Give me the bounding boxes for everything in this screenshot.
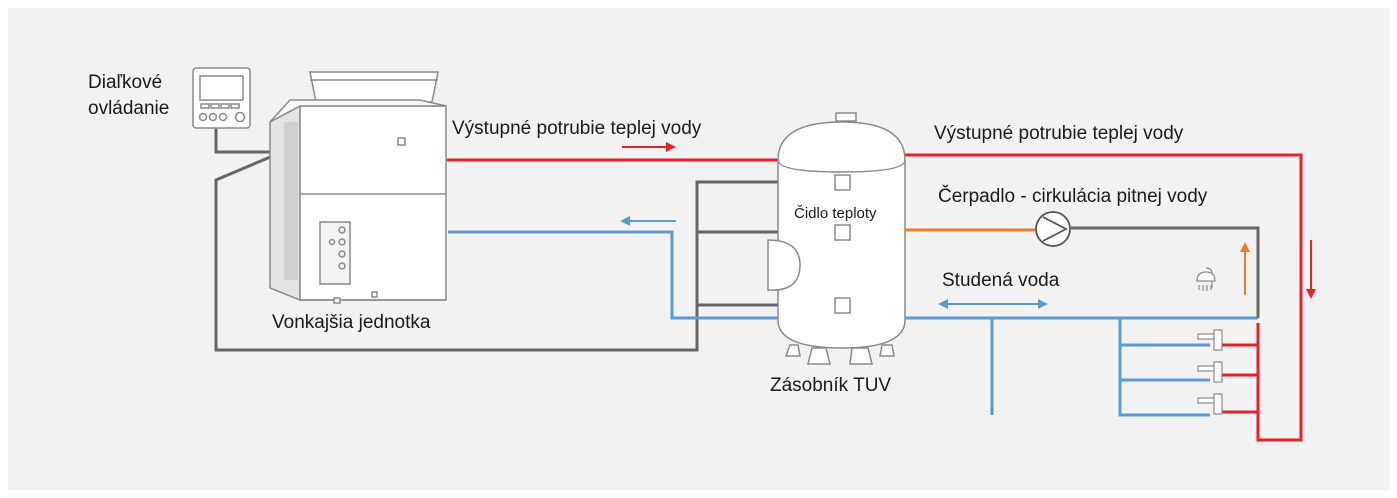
outdoor-unit-icon bbox=[269, 71, 447, 304]
circulation-line bbox=[905, 226, 1260, 318]
outdoor-unit-label: Vonkajšia jednotka bbox=[272, 312, 431, 333]
hot-water-pipes bbox=[447, 153, 1303, 442]
arrow-hot-down bbox=[1306, 240, 1316, 299]
remote-control-icon bbox=[192, 67, 251, 129]
remote-control-label: Diaľkové ovládanie bbox=[88, 72, 170, 119]
pump-icon bbox=[1035, 211, 1071, 247]
shower-icon bbox=[1196, 267, 1216, 291]
cold-water-label: Studená voda bbox=[942, 270, 1060, 291]
tank-label: Zásobník TUV bbox=[770, 375, 892, 396]
arrow-hot-right bbox=[622, 142, 676, 152]
tank-icon bbox=[767, 112, 906, 365]
arrow-circulation-up bbox=[1240, 242, 1250, 295]
hot-pipe-tank-out bbox=[905, 153, 1303, 442]
arrow-cold-left bbox=[620, 216, 676, 226]
tap-icon bbox=[1197, 361, 1223, 383]
temperature-sensor-label: Čidlo teploty bbox=[794, 205, 877, 222]
arrow-cold-bidirectional bbox=[938, 299, 1048, 309]
remote-wire bbox=[214, 128, 843, 352]
flow-arrows bbox=[620, 142, 1316, 309]
pump-label: Čerpadlo - cirkulácia pitnej vody bbox=[938, 186, 1208, 207]
cold-water-pipes bbox=[448, 230, 1258, 417]
tap-icon bbox=[1197, 393, 1223, 415]
hot-water-outlet-label-right: Výstupné potrubie teplej vody bbox=[934, 123, 1184, 144]
tap-icon bbox=[1197, 329, 1223, 351]
cold-drop-2 bbox=[1118, 318, 1210, 417]
hot-water-outlet-label-left: Výstupné potrubie teplej vody bbox=[452, 118, 702, 139]
cold-pipe-tank-to-unit bbox=[448, 230, 778, 320]
circulation-return bbox=[1071, 226, 1260, 318]
